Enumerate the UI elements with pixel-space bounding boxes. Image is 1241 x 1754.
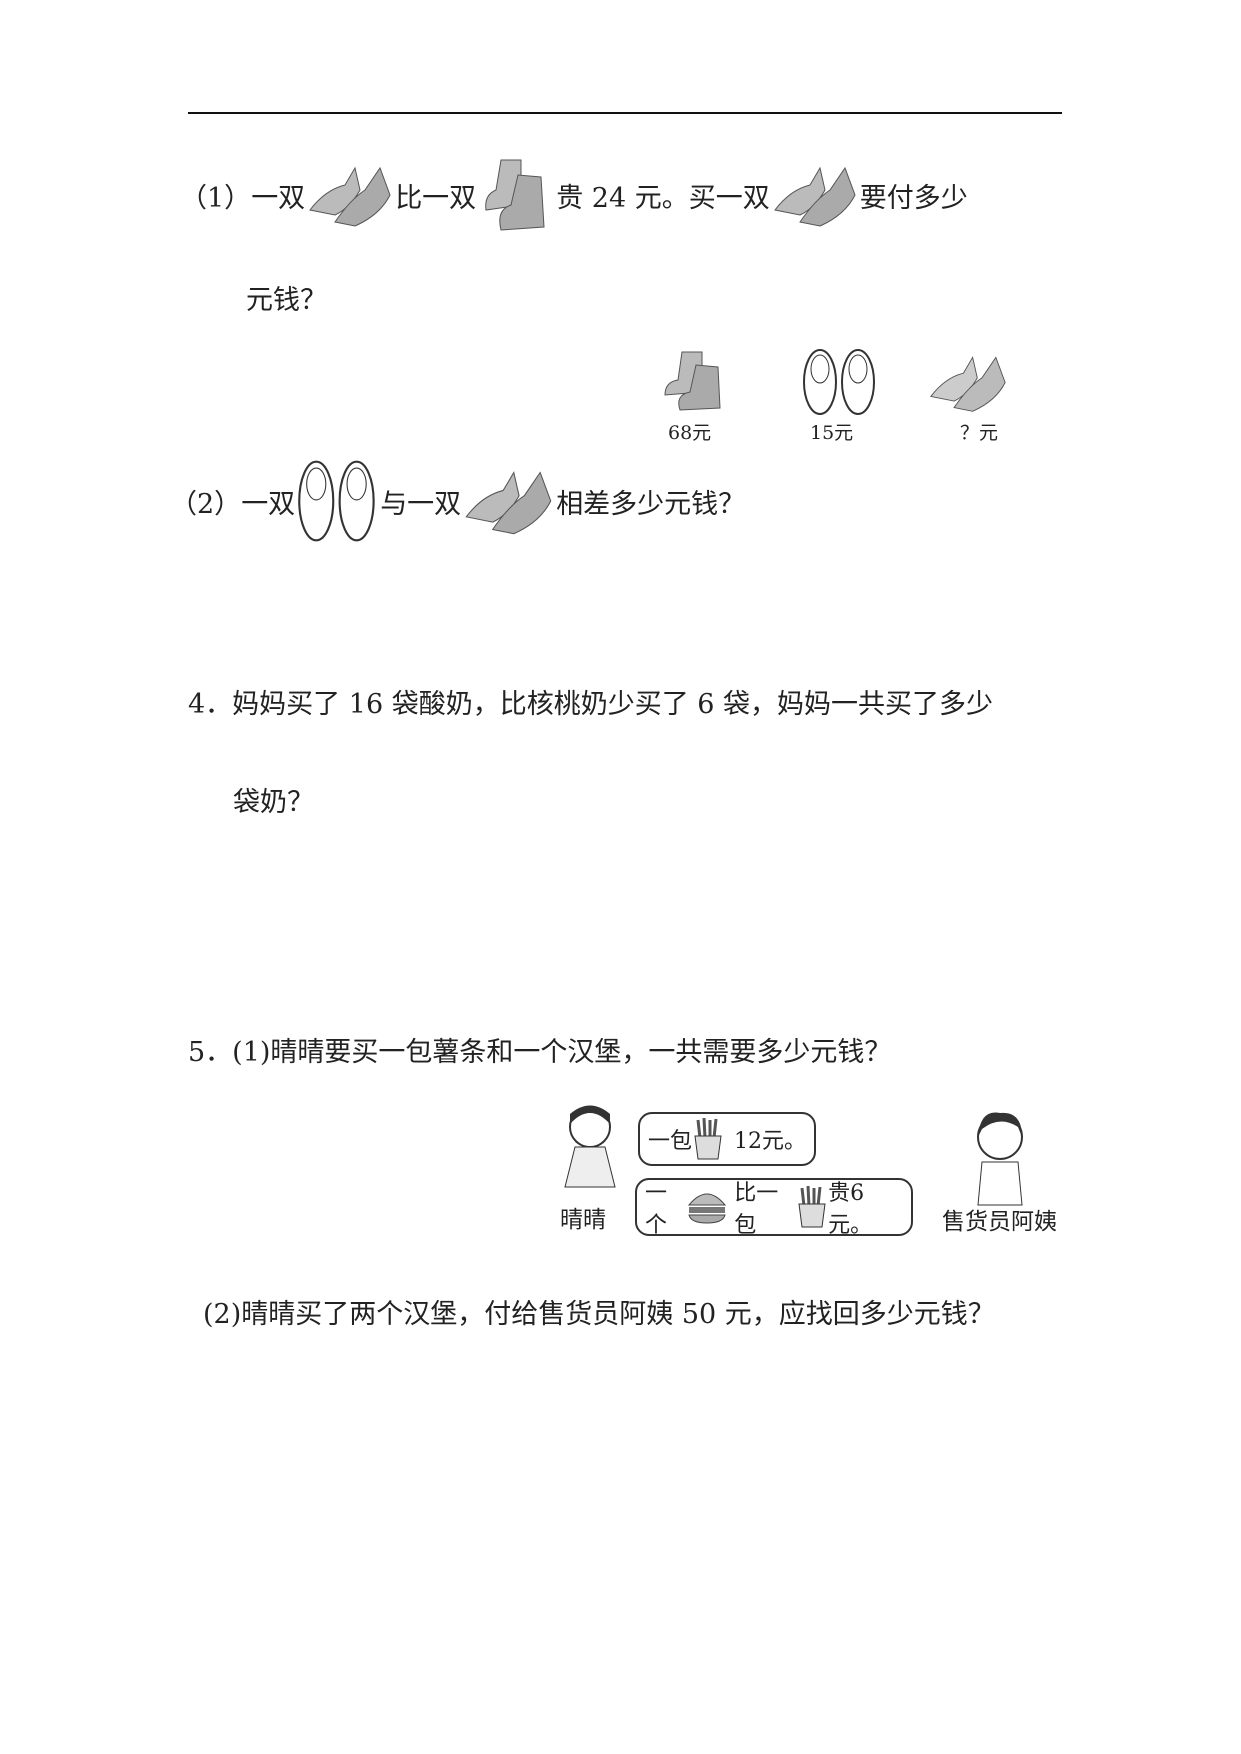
leather-shoes-icon <box>770 160 860 230</box>
sneakers-icon <box>800 347 880 417</box>
leather-shoes-icon <box>461 461 556 541</box>
q4-line1: 4．妈妈买了 16 袋酸奶，比核桃奶少买了 6 袋，妈妈一共买了多少 <box>188 689 994 720</box>
sneakers-icon <box>295 455 380 547</box>
text: 一双 <box>251 182 306 214</box>
text: 要付多少 <box>859 182 968 214</box>
q3-part2-line: （2） 一双 与一双 相差多少元钱？ <box>170 455 745 547</box>
q4-line2: 袋奶？ <box>233 787 314 818</box>
text: 12元。 <box>734 1129 807 1154</box>
fries-icon <box>692 1118 724 1160</box>
shop-illustration: 晴晴 一包 12元。 一个 比一包 贵6元。 售货员阿姨 <box>550 1092 1075 1242</box>
text: 一包 <box>648 1129 693 1154</box>
q3-part1-number: （1） <box>180 182 252 214</box>
boots-price: 68元 <box>668 422 712 444</box>
shoe-price-panel: 68元 15元 ？元 <box>660 347 1030 445</box>
clerk-icon <box>960 1107 1040 1207</box>
text: 与一双 <box>380 488 462 520</box>
boots-icon <box>660 350 740 412</box>
q5-part2: (2)晴晴买了两个汉堡，付给售货员阿姨 50 元，应找回多少元钱？ <box>203 1299 995 1330</box>
leather-shoes-icon <box>305 160 395 230</box>
text: 一个 <box>645 1181 668 1238</box>
speech-bubble-fries-price: 一包 12元。 <box>638 1112 817 1166</box>
header-rule <box>188 112 1062 114</box>
girl-qingqing-icon <box>555 1102 625 1192</box>
q3-part1-line2: 元钱？ <box>246 285 327 316</box>
hamburger-icon <box>686 1189 728 1225</box>
clerk-name-label: 售货员阿姨 <box>942 1209 1057 1235</box>
q3-part2-number: （2） <box>170 488 242 520</box>
fries-icon <box>796 1185 828 1229</box>
sneakers-price: 15元 <box>810 422 854 444</box>
text: 比一包 <box>734 1181 779 1238</box>
leather-shoes-icon <box>918 350 1018 415</box>
girl-name-label: 晴晴 <box>560 1207 606 1233</box>
text: 比一双 <box>395 182 477 214</box>
text: 相差多少元钱？ <box>556 488 746 520</box>
text: 贵 24 元。买一双 <box>556 182 770 214</box>
q5-part1: 5．(1)晴晴要买一包薯条和一个汉堡，一共需要多少元钱？ <box>188 1037 892 1068</box>
text: 一双 <box>241 488 296 520</box>
q3-part1-line1: （1） 一双 比一双 贵 24 元。买一双 要付多少 <box>180 155 968 235</box>
boots-icon <box>476 155 556 235</box>
leather-shoes-price: ？元 <box>960 422 999 444</box>
speech-bubble-burger-comparison: 一个 比一包 贵6元。 <box>635 1178 913 1238</box>
text: 贵6元。 <box>828 1181 873 1238</box>
